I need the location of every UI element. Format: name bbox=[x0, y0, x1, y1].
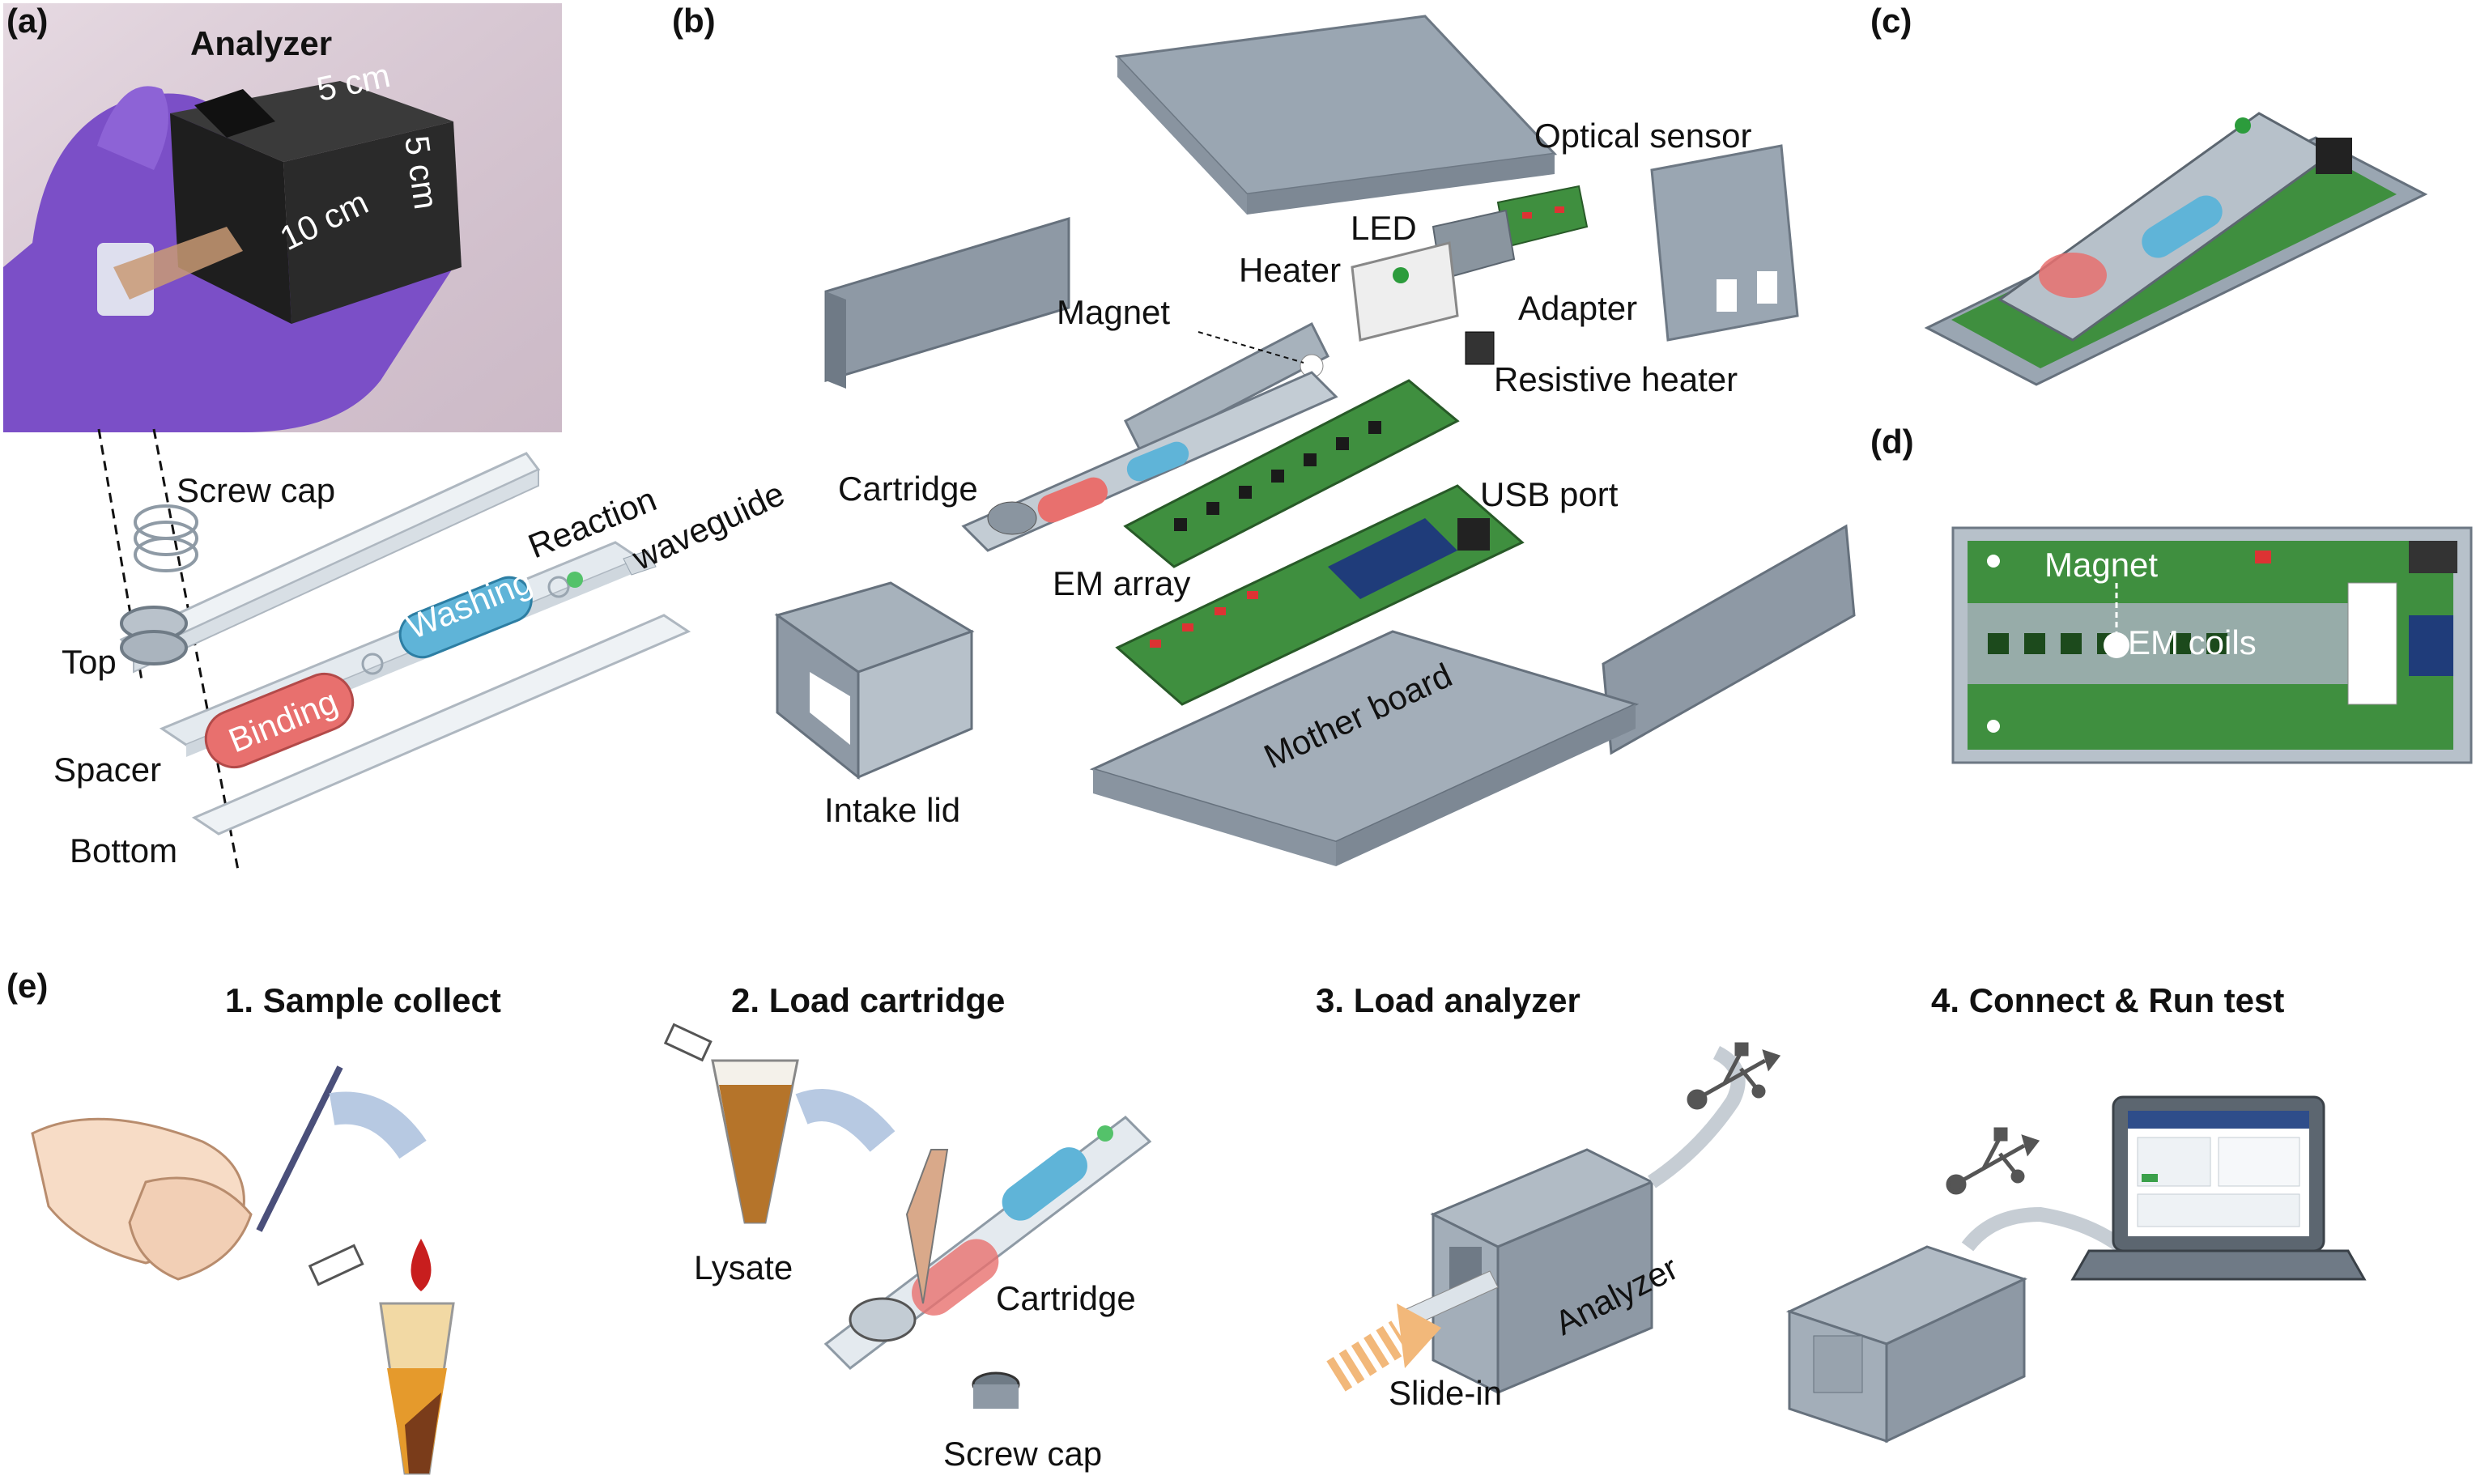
label-top: Top bbox=[62, 643, 117, 681]
reaction-dot bbox=[567, 572, 583, 588]
label-magnet-topview: Magnet bbox=[2044, 546, 2158, 584]
panel-c: (c) bbox=[1870, 2, 2428, 386]
usb-icon-step4 bbox=[1946, 1127, 2040, 1195]
panel-d: (d) Magnet EM coils bbox=[1870, 423, 2473, 764]
arrow-icon bbox=[329, 1091, 427, 1159]
panel-e-tag: (e) bbox=[6, 967, 48, 1005]
label-bottom: Bottom bbox=[70, 831, 177, 870]
em-coils-row bbox=[1988, 633, 2227, 654]
analyzer-photo-title: Analyzer bbox=[190, 24, 332, 62]
usb-cable bbox=[1648, 1045, 1746, 1188]
label-intake-lid: Intake lid bbox=[824, 791, 960, 829]
label-slide-in: Slide-in bbox=[1389, 1374, 1502, 1412]
sample-collect-illustration bbox=[31, 1065, 455, 1475]
label-screw-cap: Screw cap bbox=[177, 471, 335, 509]
magnet-topview bbox=[2104, 632, 2129, 658]
capillary-tube bbox=[256, 1065, 343, 1232]
label-resistive-heater: Resistive heater bbox=[1494, 360, 1738, 398]
usb-connector bbox=[2316, 138, 2352, 174]
usb-icon bbox=[1687, 1042, 1781, 1110]
laptop-icon bbox=[2070, 1095, 2367, 1281]
label-cartridge-step2: Cartridge bbox=[996, 1279, 1136, 1317]
panel-a: 5 cm 5 cm 10 cm Analyzer (a) bbox=[3, 2, 790, 875]
panel-e: (e) 1. Sample collect 2. Load cartridge bbox=[6, 967, 2367, 1475]
panel-b: (b) bbox=[672, 2, 1856, 866]
label-cartridge: Cartridge bbox=[838, 470, 978, 508]
pipette bbox=[905, 1149, 949, 1304]
em-array-coils bbox=[1174, 421, 1381, 531]
washing-chamber bbox=[398, 576, 533, 659]
step-2-title: 2. Load cartridge bbox=[731, 981, 1005, 1019]
cartridge-exploded bbox=[119, 452, 691, 836]
analyzer-box-front bbox=[170, 113, 291, 324]
load-analyzer-illustration bbox=[1326, 1042, 1781, 1395]
label-screw-cap-step2: Screw cap bbox=[943, 1435, 1102, 1473]
analyzer-box-side bbox=[283, 121, 462, 324]
label-em-coils: EM coils bbox=[2128, 623, 2257, 661]
panel-a-tag: (a) bbox=[6, 2, 48, 40]
label-magnet: Magnet bbox=[1057, 293, 1170, 331]
intake-lid bbox=[774, 581, 975, 780]
magnet-rail bbox=[1123, 321, 1330, 456]
microcontroller bbox=[1328, 518, 1457, 599]
label-led: LED bbox=[1351, 209, 1417, 247]
panel-b-tag: (b) bbox=[672, 2, 716, 40]
slide-in-arrow bbox=[1326, 1320, 1410, 1392]
usb-module bbox=[2409, 615, 2453, 676]
panel-d-tag: (d) bbox=[1870, 423, 1914, 461]
enclosure-bottom-right-panel bbox=[1602, 524, 1856, 755]
label-spacer: Spacer bbox=[53, 751, 161, 789]
label-heater: Heater bbox=[1239, 251, 1341, 289]
heater-block bbox=[1351, 241, 1459, 342]
load-cartridge-illustration bbox=[663, 1023, 1152, 1409]
label-adapter: Adapter bbox=[1518, 289, 1637, 327]
enclosure-left-panel bbox=[824, 216, 1070, 383]
connect-run-illustration bbox=[1785, 1095, 2367, 1444]
panel-c-tag: (c) bbox=[1870, 2, 1912, 40]
label-optical-sensor: Optical sensor bbox=[1534, 117, 1751, 155]
step-3-title: 3. Load analyzer bbox=[1316, 981, 1580, 1019]
led bbox=[1393, 267, 1409, 283]
bottom-layer bbox=[191, 614, 691, 836]
analyzer-photo: 5 cm 5 cm 10 cm Analyzer bbox=[3, 3, 562, 433]
step-4-title: 4. Connect & Run test bbox=[1931, 981, 2284, 1019]
usb-port bbox=[1457, 518, 1490, 551]
label-lysate: Lysate bbox=[694, 1248, 793, 1286]
step-1-title: 1. Sample collect bbox=[225, 981, 501, 1019]
drop-icon bbox=[411, 1239, 432, 1291]
binding-chamber bbox=[204, 673, 355, 768]
label-em-array: EM array bbox=[1053, 564, 1190, 602]
label-usb-port: USB port bbox=[1480, 475, 1619, 513]
resistive-heater bbox=[1465, 331, 1495, 365]
